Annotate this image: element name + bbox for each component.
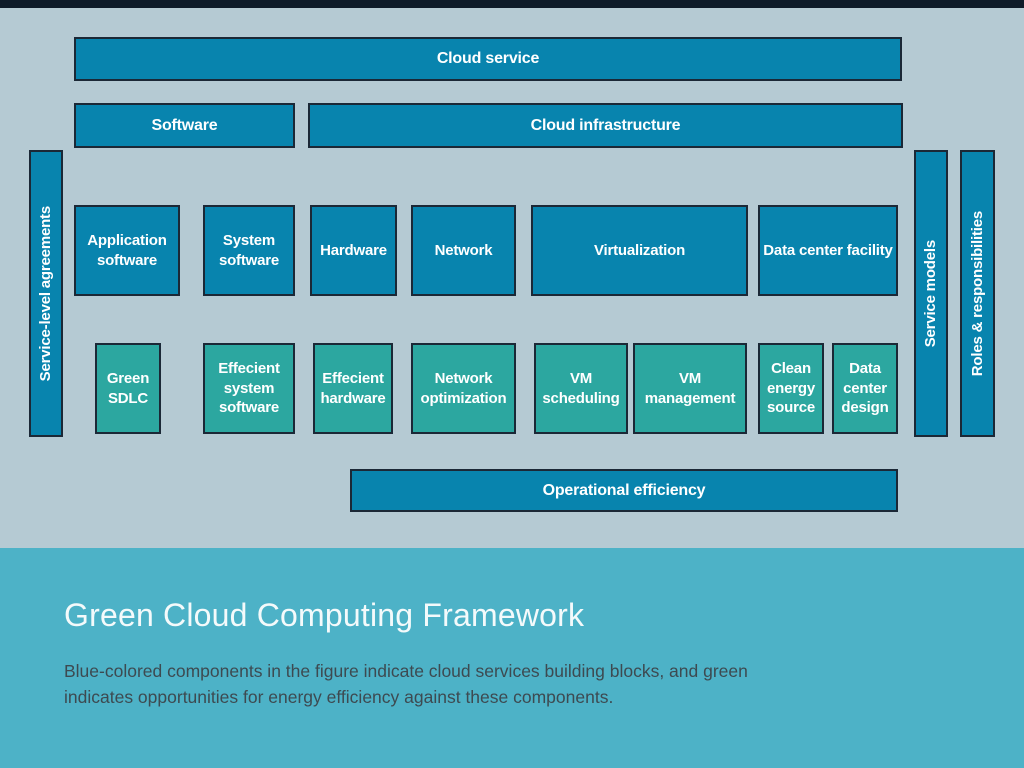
- effecient-hardware-box: Effecient hardware: [313, 343, 393, 434]
- cloud-infrastructure-bar: Cloud infrastructure: [308, 103, 903, 148]
- service-level-agreements-label: Service-level agreements: [37, 205, 55, 382]
- effecient-system-software-box: Effecient system software: [203, 343, 295, 434]
- virtualization-box: Virtualization: [531, 205, 748, 296]
- network-box: Network: [411, 205, 516, 296]
- hardware-box: Hardware: [310, 205, 397, 296]
- operational-efficiency-bar: Operational efficiency: [350, 469, 898, 512]
- slide-title: Green Cloud Computing Framework: [64, 597, 585, 633]
- slide-description: Blue-colored components in the figure in…: [64, 661, 748, 708]
- clean-energy-source-box: Clean energy source: [758, 343, 824, 434]
- network-optimization-box: Network optimization: [411, 343, 516, 434]
- green-sdlc-box: Green SDLC: [95, 343, 161, 434]
- top-border-strip: [0, 0, 1024, 8]
- application-software-box: Application software: [74, 205, 180, 296]
- service-models-rail: Service models: [914, 150, 948, 437]
- vm-scheduling-box: VM scheduling: [534, 343, 628, 434]
- system-software-box: System software: [203, 205, 295, 296]
- service-level-agreements-rail: Service-level agreements: [29, 150, 63, 437]
- data-center-facility-box: Data center facility: [758, 205, 898, 296]
- cloud-service-bar: Cloud service: [74, 37, 902, 81]
- roles-responsibilities-label: Roles & responsibilities: [968, 210, 986, 377]
- roles-responsibilities-rail: Roles & responsibilities: [960, 150, 995, 437]
- software-bar: Software: [74, 103, 295, 148]
- vm-management-box: VM management: [633, 343, 747, 434]
- data-center-design-box: Data center design: [832, 343, 898, 434]
- footer-band: [0, 548, 1024, 768]
- service-models-label: Service models: [922, 239, 940, 348]
